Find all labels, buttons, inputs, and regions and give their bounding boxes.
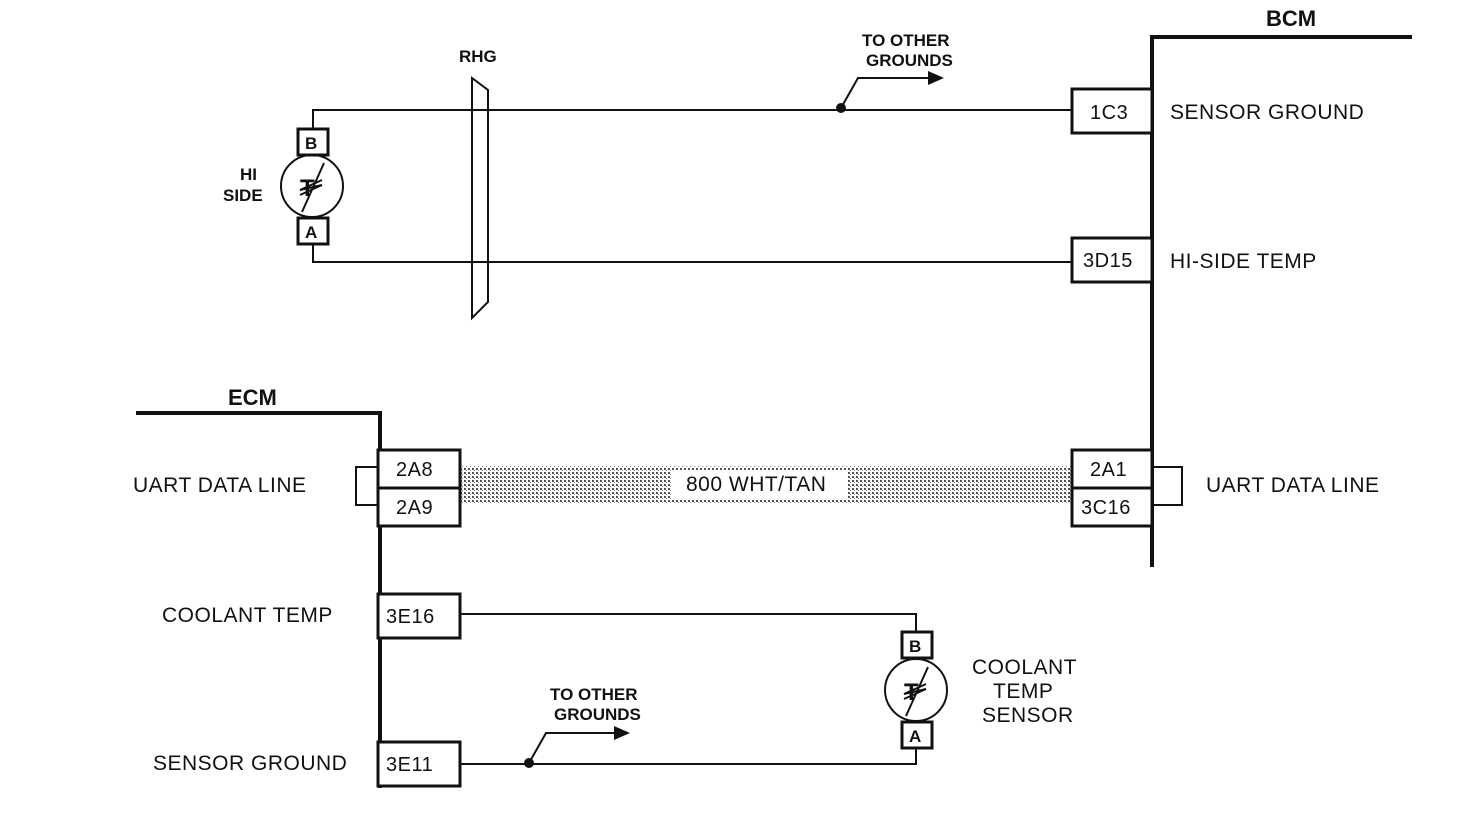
bcm-module: BCM <box>1150 6 1412 567</box>
bcm-uart-bracket <box>1152 466 1183 506</box>
ground-note-bottom: TO OTHER GROUNDS <box>524 685 641 768</box>
hi-side-sensor: HI SIDE B T A <box>223 127 344 246</box>
uart-wire-label: 800 WHT/TAN <box>686 473 826 496</box>
bcm-pin-1c3-id: 1C3 <box>1090 102 1128 124</box>
hi-side-label-line2: SIDE <box>223 186 263 205</box>
wire-hi-side-ground <box>312 109 1072 129</box>
bcm-housing-line <box>1150 35 1412 567</box>
ground-leader-bottom <box>528 732 614 764</box>
ground-note-bottom-line1: TO OTHER <box>550 685 638 704</box>
bcm-sensor-ground-label: SENSOR GROUND <box>1170 101 1364 124</box>
ecm-pin-3e11-box <box>376 740 462 788</box>
ecm-pin-2a9: 2A9 <box>396 497 433 519</box>
ecm-pin-3e11: SENSOR GROUND 3E11 <box>153 740 462 788</box>
rhg-label: RHG <box>459 47 497 66</box>
bcm-pin-1c3: 1C3 SENSOR GROUND <box>1070 87 1364 135</box>
ecm-pin-3e16-id: 3E16 <box>386 606 435 628</box>
bcm-pin-3d15-id: 3D15 <box>1083 250 1133 272</box>
bcm-uart-label: UART DATA LINE <box>1206 474 1380 497</box>
hi-side-pin-a: A <box>305 223 317 242</box>
bcm-pin-3d15-box <box>1070 236 1154 284</box>
rhg-connector-shape <box>471 76 489 321</box>
bcm-pin-2a1: 2A1 <box>1090 459 1127 481</box>
coolant-thermistor-zigzag <box>903 683 927 700</box>
bcm-pin-3c16: 3C16 <box>1081 497 1131 519</box>
ecm-sensor-ground-label: SENSOR GROUND <box>153 752 347 775</box>
coolant-sensor-label-line2: TEMP <box>993 680 1053 703</box>
bcm-pin-3d15: 3D15 HI-SIDE TEMP <box>1070 236 1317 284</box>
coolant-pin-a-box <box>900 720 934 750</box>
ecm-housing-line <box>136 411 382 788</box>
coolant-pin-b: B <box>909 637 921 656</box>
ground-note-bottom-line2: GROUNDS <box>554 705 641 724</box>
ground-note-top: TO OTHER GROUNDS <box>836 31 953 113</box>
coolant-pin-a: A <box>909 727 921 746</box>
hi-side-label-line1: HI <box>240 165 257 184</box>
coolant-sensor-label-line1: COOLANT <box>972 656 1077 679</box>
ecm-pin-2a9-box <box>376 486 462 528</box>
ecm-coolant-temp-label: COOLANT TEMP <box>162 604 333 627</box>
ecm-module: ECM <box>136 385 382 788</box>
bcm-pin-3c16-box <box>1070 486 1154 528</box>
ground-arrow-top-icon <box>928 71 944 85</box>
bcm-title: BCM <box>1266 6 1316 31</box>
ground-note-top-line1: TO OTHER <box>862 31 950 50</box>
ecm-pin-3e16-box <box>376 592 462 640</box>
coolant-pin-b-box <box>900 630 934 660</box>
coolant-sensor-label-line3: SENSOR <box>982 704 1074 727</box>
bcm-hi-side-temp-label: HI-SIDE TEMP <box>1170 250 1317 273</box>
uart-data-line: 800 WHT/TAN 2A8 2A9 UART DATA LINE 2A1 3… <box>133 448 1380 528</box>
hi-side-thermistor-zigzag <box>299 179 323 196</box>
bcm-pin-1c3-box <box>1070 87 1154 135</box>
rhg-connector: RHG <box>459 47 497 321</box>
hi-side-pin-b-box <box>296 127 330 157</box>
ground-leader-top <box>840 77 928 109</box>
ecm-uart-bracket <box>355 466 380 506</box>
ecm-pin-3e16: COOLANT TEMP 3E16 <box>162 592 462 640</box>
hi-side-pin-b: B <box>305 134 317 153</box>
ecm-title: ECM <box>228 385 277 410</box>
ecm-pin-2a8: 2A8 <box>396 459 433 481</box>
wire-coolant-temp <box>460 613 917 632</box>
wire-hi-side-temp <box>312 244 1072 263</box>
ground-arrow-bottom-icon <box>614 726 630 740</box>
ecm-pin-3e11-id: 3E11 <box>386 754 433 776</box>
ecm-uart-label: UART DATA LINE <box>133 474 307 497</box>
ground-note-top-line2: GROUNDS <box>866 51 953 70</box>
uart-wire-label-bg <box>672 470 848 500</box>
wire-coolant-ground <box>460 748 917 765</box>
coolant-temp-sensor: B T A COOLANT TEMP SENSOR <box>884 630 1077 750</box>
ecm-pin-2a8-box <box>376 448 462 490</box>
